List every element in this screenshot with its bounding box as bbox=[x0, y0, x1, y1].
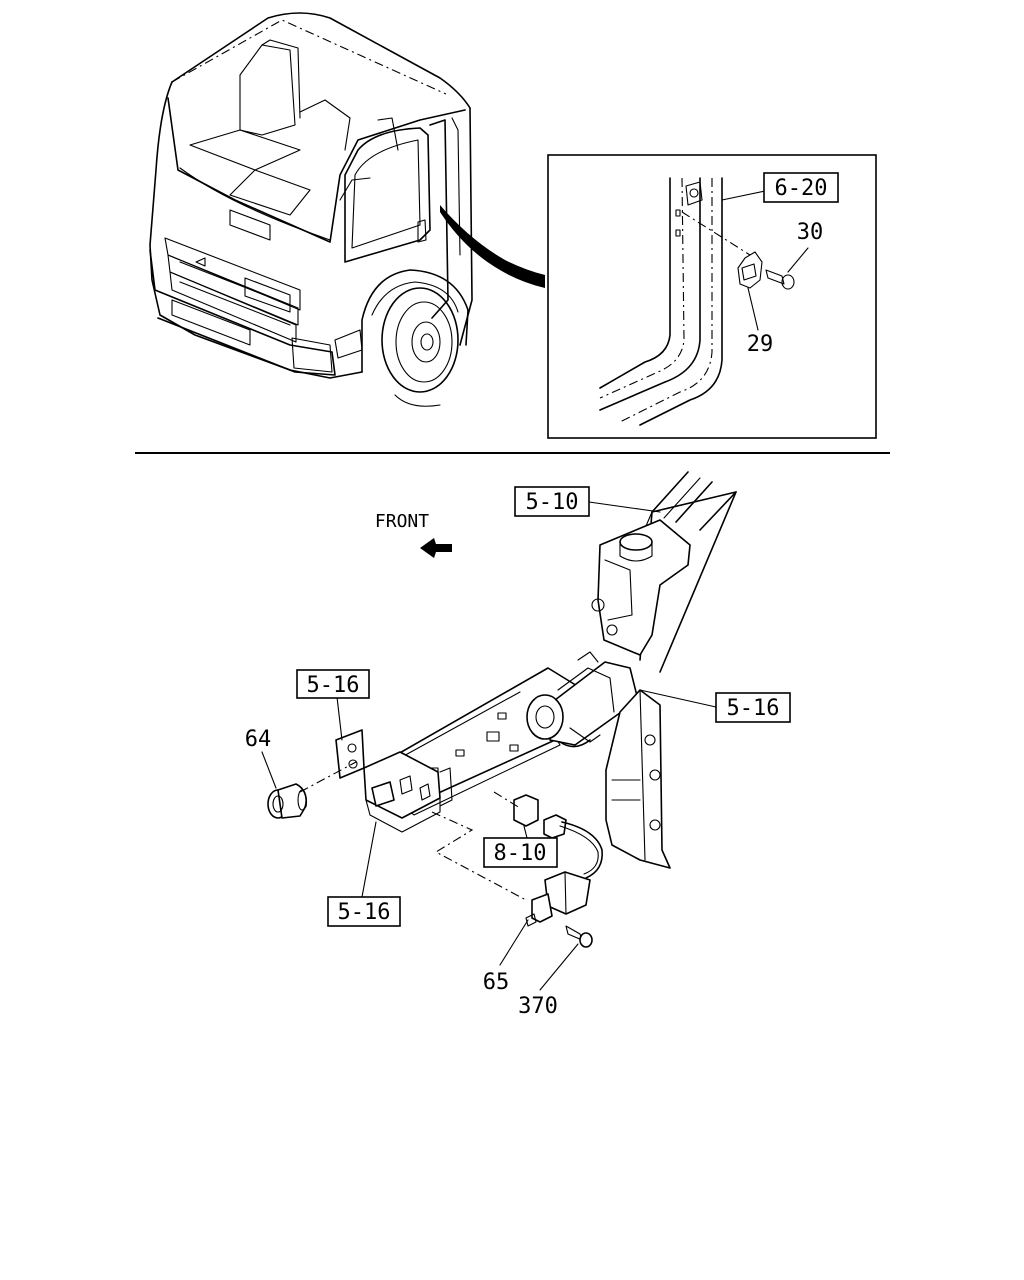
label-part-29: 29 bbox=[747, 332, 774, 357]
chassis-assembly-illustration bbox=[261, 471, 737, 991]
label-8-10: 8-10 bbox=[494, 841, 547, 866]
callout-5-16-right: 5-16 bbox=[715, 692, 791, 723]
callout-8-10: 8-10 bbox=[483, 837, 558, 868]
callout-6-20: 6-20 bbox=[763, 172, 839, 203]
label-5-10: 5-10 bbox=[526, 490, 579, 515]
label-part-370: 370 bbox=[518, 994, 558, 1019]
label-6-20: 6-20 bbox=[775, 176, 828, 201]
callout-5-16-bottom-left: 5-16 bbox=[327, 896, 401, 927]
callout-5-10: 5-10 bbox=[514, 486, 590, 517]
label-5-16-top-left: 5-16 bbox=[307, 673, 360, 698]
detail-leader bbox=[440, 205, 545, 288]
front-arrow-icon bbox=[420, 538, 452, 558]
label-5-16-right: 5-16 bbox=[727, 696, 780, 721]
label-part-64: 64 bbox=[245, 727, 272, 752]
label-part-30: 30 bbox=[797, 220, 824, 245]
label-part-65: 65 bbox=[483, 970, 510, 995]
callout-5-16-top-left: 5-16 bbox=[296, 669, 370, 699]
front-direction-label: FRONT bbox=[375, 511, 429, 532]
truck-cab-illustration bbox=[149, 12, 545, 407]
label-5-16-bottom-left: 5-16 bbox=[338, 900, 391, 925]
